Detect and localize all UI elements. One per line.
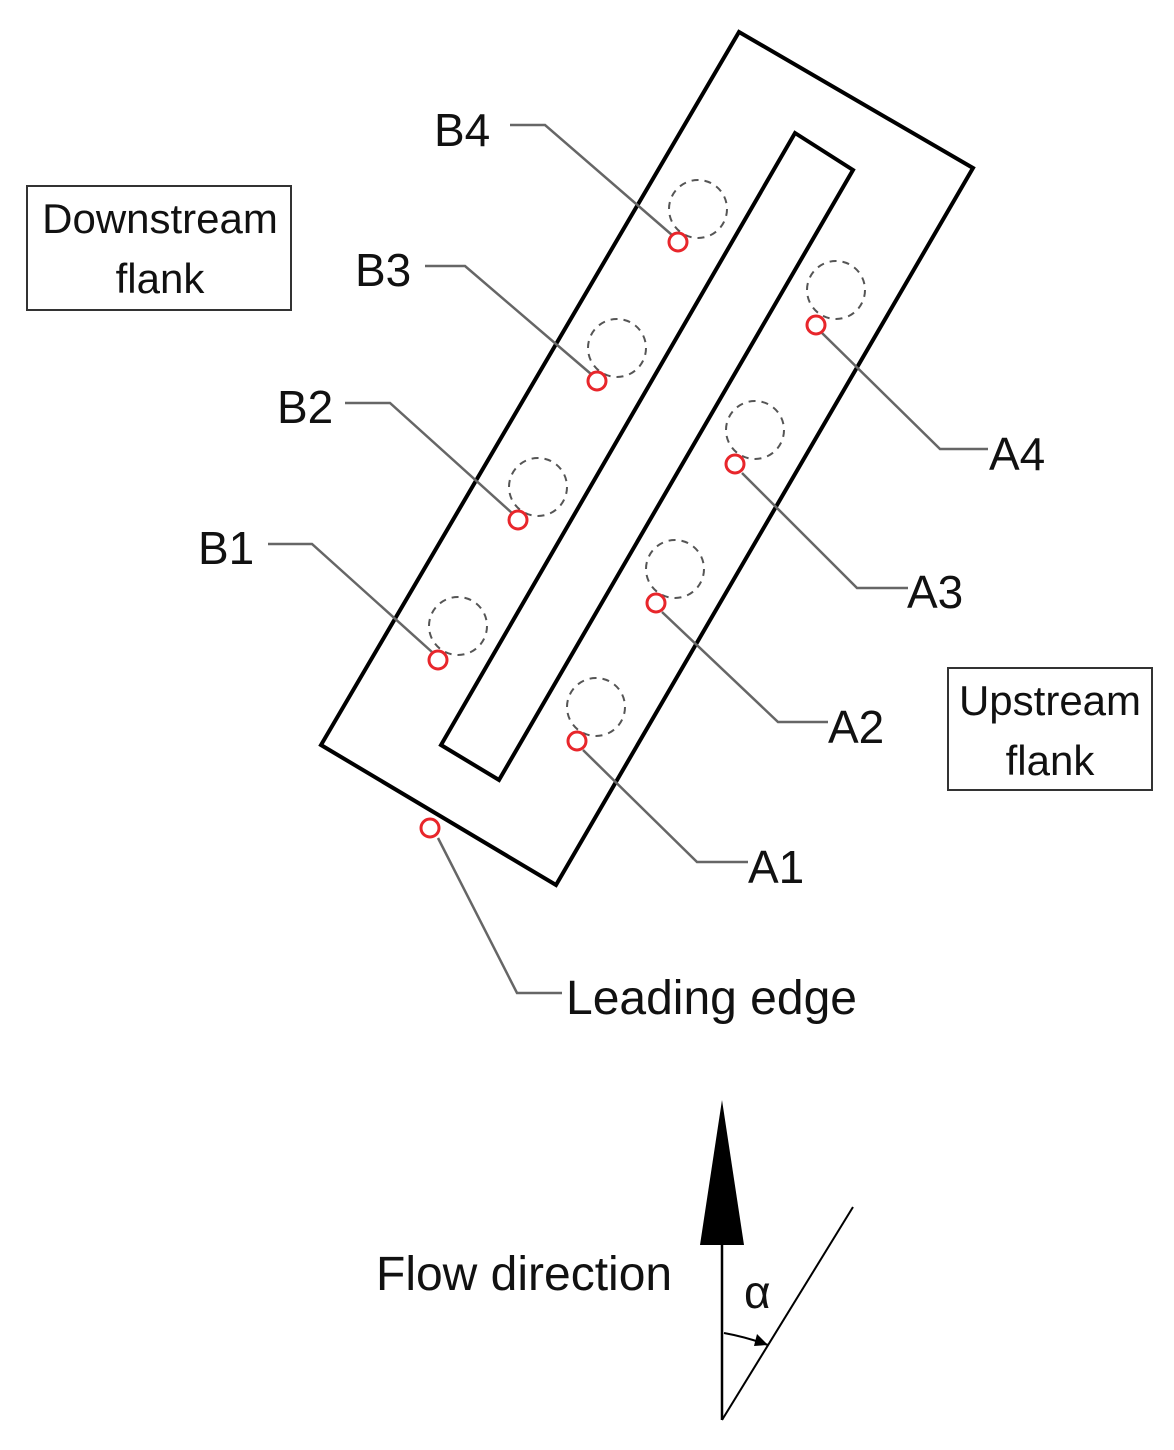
tap-b4-marker (667, 231, 689, 253)
angle-alpha-label: α (744, 1266, 771, 1318)
hole-b1 (428, 596, 488, 656)
leading-edge-label: Leading edge (566, 972, 857, 1025)
leader-b3 (425, 264, 592, 375)
tap-label-b2: B2 (277, 381, 333, 433)
downstream-flank-box (26, 185, 292, 311)
upstream-flank-label-line2: flank (1006, 737, 1096, 784)
hole-a1 (566, 677, 626, 737)
hole-a2 (645, 539, 705, 599)
tap-b2-marker (507, 509, 529, 531)
tap-b1-marker (427, 649, 449, 671)
leader-a2 (661, 611, 828, 724)
hole-b3 (587, 318, 647, 378)
tap-label-a1: A1 (748, 841, 804, 893)
hole-b2 (508, 457, 568, 517)
hole-a4 (806, 260, 866, 320)
leader-a3 (741, 472, 908, 590)
tap-a1-marker (566, 730, 588, 752)
downstream-flank-label-line1: Downstream (42, 195, 278, 242)
leader-leading-edge (436, 837, 562, 995)
leader-b2 (345, 401, 513, 514)
tap-label-b1: B1 (198, 522, 254, 574)
flow-direction-label: Flow direction (376, 1248, 672, 1301)
plate-outer-outline (318, 29, 976, 888)
leader-b1 (268, 542, 433, 653)
tap-a4-marker (805, 314, 827, 336)
upstream-flank-label-line1: Upstream (959, 677, 1141, 724)
leader-a4 (821, 332, 988, 451)
leader-b4 (510, 123, 673, 236)
upstream-flank-box (947, 667, 1153, 791)
plate-orientation-line (721, 1206, 854, 1421)
tap-label-b4: B4 (434, 104, 490, 156)
tap-b3-marker (586, 370, 608, 392)
angle-arc-arrow-icon (754, 1334, 768, 1346)
tap-label-a2: A2 (828, 701, 884, 753)
tap-label-b3: B3 (355, 244, 411, 296)
leader-a1 (582, 749, 748, 864)
tap-label-a3: A3 (907, 566, 963, 618)
downstream-flank-label-line2: flank (116, 255, 206, 302)
plate-inner-slot (438, 130, 856, 783)
tap-a3-marker (724, 453, 746, 475)
hole-a3 (725, 400, 785, 460)
tap-a2-marker (645, 592, 667, 614)
tap-leading-edge-marker (419, 817, 441, 839)
tap-label-a4: A4 (989, 428, 1045, 480)
flow-arrow-head-icon (700, 1100, 744, 1245)
hole-b4 (668, 179, 728, 239)
